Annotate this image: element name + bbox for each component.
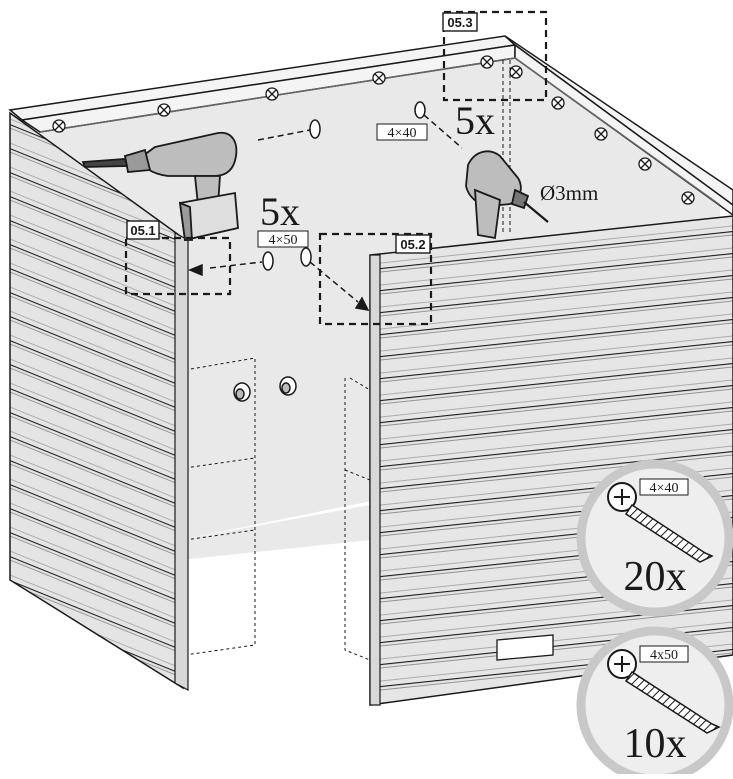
screw-size-right: 4×40	[388, 126, 417, 141]
quantity-label-right: 5x	[455, 98, 495, 143]
size-box-right	[376, 123, 428, 141]
badge-quantity-label: 20x	[624, 554, 687, 600]
screw-icon	[607, 649, 721, 734]
screw-size-left: 4×50	[269, 233, 298, 248]
size-box-left	[257, 230, 309, 248]
screw-icon	[607, 482, 714, 563]
callout-label-05-1: 05.1	[130, 223, 155, 238]
floor-guides	[184, 357, 371, 661]
badge-size-label: 4x50	[650, 648, 678, 663]
left-drill-icon	[81, 131, 239, 242]
callout-label-05-2: 05.2	[400, 237, 425, 252]
left-wall-panel	[9, 111, 189, 692]
right-drill-icon	[465, 150, 549, 240]
badge-size-label: 4×40	[650, 481, 679, 496]
insert-screw-top	[257, 119, 321, 141]
parts-badge-4x50: 4x50 10x	[576, 626, 733, 779]
mounting-holes	[233, 376, 297, 402]
insert-screw-left	[188, 251, 274, 277]
frame-screws	[52, 55, 695, 205]
parts-badge-4x40: 4×40 20x	[576, 459, 733, 617]
corner-post	[502, 60, 511, 235]
insert-screw-right	[300, 247, 370, 311]
quantity-label-left: 5x	[260, 189, 300, 234]
callout-label-05-3: 05.3	[447, 15, 472, 30]
callout-tags	[126, 12, 478, 254]
drill-bit-label: Ø3mm	[540, 181, 598, 205]
callout-frames	[124, 10, 548, 326]
insert-screw-corner	[414, 101, 463, 149]
badge-quantity-label: 10x	[624, 721, 687, 767]
